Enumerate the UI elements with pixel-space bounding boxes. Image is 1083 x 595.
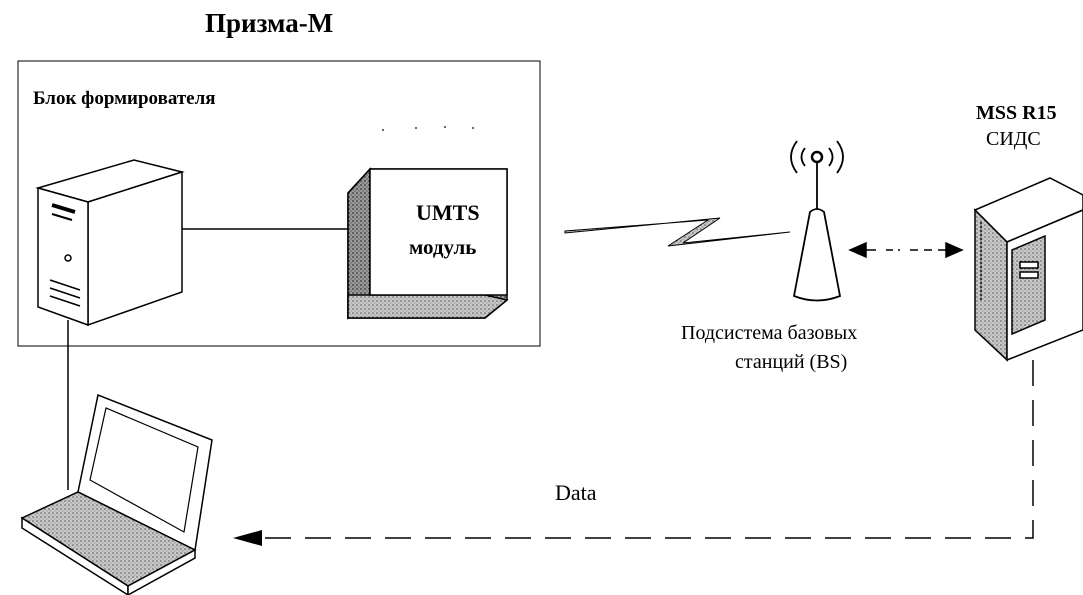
decor-dots	[382, 126, 474, 131]
umts-module-icon	[347, 167, 509, 320]
diagram-title: Призма-М	[205, 8, 334, 38]
radio-link-icon	[564, 217, 791, 247]
antenna-icon	[790, 140, 844, 302]
base-station-label-line1: Подсистема базовых	[681, 322, 858, 344]
rack-server-icon	[973, 177, 1083, 362]
bs-mss-arrow	[848, 241, 964, 259]
mss-label-line2: СИДС	[986, 128, 1041, 150]
data-flow-label: Data	[555, 480, 597, 505]
umts-module-label-line1: UMTS	[416, 200, 480, 225]
laptop-icon	[20, 393, 213, 595]
server-icon	[35, 159, 185, 327]
mss-label-line1: MSS R15	[976, 102, 1057, 124]
data-flow-line	[255, 360, 1034, 539]
prizma-box	[17, 60, 541, 347]
data-arrowhead	[233, 530, 262, 546]
base-station-label-line2: станций (BS)	[735, 351, 848, 373]
block-label: Блок формирователя	[33, 88, 216, 109]
umts-module-label-line2: модуль	[409, 235, 477, 259]
